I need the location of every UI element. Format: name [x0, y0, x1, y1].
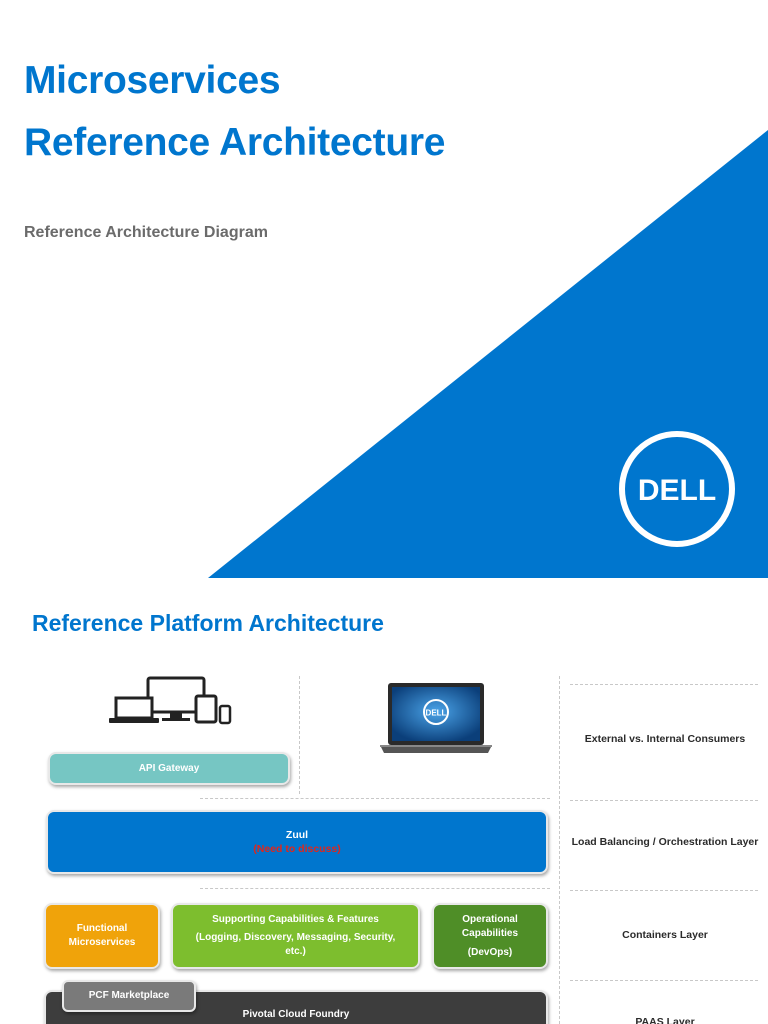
- operational-line-2: Capabilities: [461, 927, 519, 939]
- layer-label-load-balancing: Load Balancing / Orchestration Layer: [571, 836, 759, 848]
- separator-layer-2: [570, 890, 758, 891]
- operational-detail: (DevOps): [467, 946, 513, 958]
- zuul-note: (Need to discuss): [253, 843, 341, 855]
- platform-architecture-slide: Reference Platform Architecture DE: [0, 578, 768, 1024]
- zuul-label: Zuul: [285, 829, 309, 841]
- layer-label-paas: PAAS Layer: [635, 1016, 695, 1024]
- pivotal-label: Pivotal Cloud Foundry: [242, 1009, 350, 1020]
- separator-layer-1: [570, 800, 758, 801]
- title-line-1: Microservices: [24, 59, 281, 102]
- separator-vertical-consumers: [299, 676, 300, 794]
- functional-line-2: Microservices: [68, 937, 136, 948]
- functional-line-1: Functional: [76, 923, 128, 934]
- separator-gateway-zuul: [200, 798, 550, 799]
- laptop-logo-text: DELL: [426, 709, 447, 718]
- api-gateway-box: API Gateway: [48, 752, 290, 785]
- layer-label-consumers: External vs. Internal Consumers: [584, 733, 746, 745]
- operational-capabilities-box: Operational Capabilities (DevOps): [432, 903, 548, 969]
- dell-logo-text: DELL: [638, 474, 716, 507]
- dell-laptop-icon: DELL: [380, 683, 492, 753]
- layer-label-containers: Containers Layer: [622, 929, 708, 941]
- multi-device-icon: [109, 676, 232, 725]
- supporting-title: Supporting Capabilities & Features: [212, 914, 379, 925]
- slide-subtitle: Reference Architecture Diagram: [24, 224, 268, 241]
- operational-line-1: Operational: [462, 913, 518, 925]
- zuul-box: Zuul (Need to discuss): [46, 810, 548, 874]
- separator-zuul-containers: [200, 888, 550, 889]
- pcf-marketplace-box: PCF Marketplace: [62, 980, 196, 1012]
- slide-title: Microservices Reference Architecture: [24, 50, 445, 174]
- separator-layer-top: [570, 684, 758, 685]
- separator-vertical-layers: [559, 676, 560, 1024]
- separator-layer-3: [570, 980, 758, 981]
- pcf-marketplace-label: PCF Marketplace: [88, 990, 170, 1001]
- supporting-detail: (Logging, Discovery, Messaging, Security…: [195, 932, 396, 957]
- api-gateway-label: API Gateway: [138, 762, 200, 774]
- slide2-title: Reference Platform Architecture: [32, 610, 384, 636]
- title-line-2: Reference Architecture: [24, 121, 446, 164]
- supporting-capabilities-box: Supporting Capabilities & Features (Logg…: [171, 903, 420, 969]
- title-slide: Microservices Reference Architecture Ref…: [24, 50, 768, 578]
- functional-microservices-box: Functional Microservices: [44, 903, 160, 969]
- dell-logo-icon: DELL: [619, 431, 735, 547]
